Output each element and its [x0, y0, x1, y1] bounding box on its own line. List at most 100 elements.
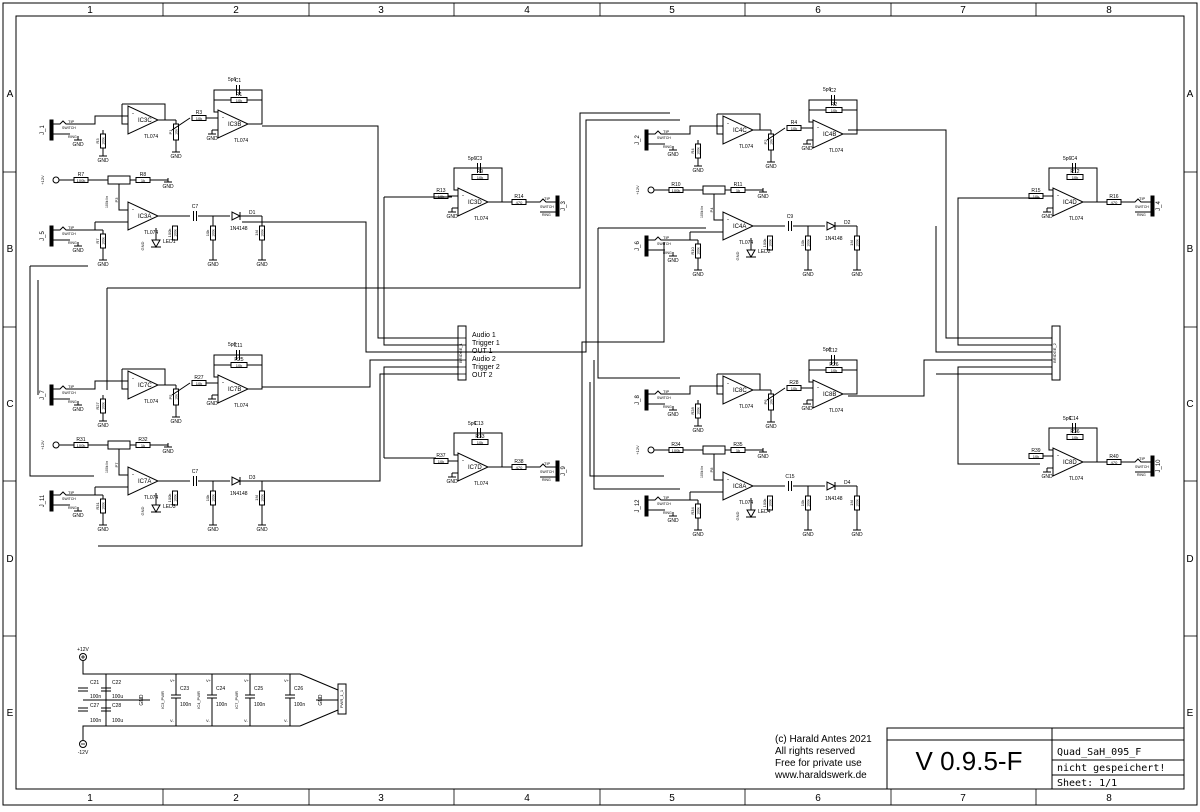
resistor-ref: R14 — [514, 194, 523, 200]
resistor-ref: R16 — [1109, 194, 1118, 200]
svg-text:7: 7 — [960, 793, 966, 804]
svg-text:C: C — [6, 399, 13, 410]
decoupling-ref: C25 — [254, 686, 263, 692]
supply-label: +12V — [40, 175, 45, 185]
resistor-value: 10k — [477, 440, 483, 445]
resistor-ref: 100k — [762, 499, 767, 508]
decoupling-value: 100n — [180, 702, 191, 708]
pin-audio-2: Audio 2 — [472, 356, 496, 363]
opamp-ref: IC8D — [1063, 460, 1077, 466]
pot-value: 100k lin — [105, 196, 109, 208]
opamp-type: TL074 — [829, 148, 843, 154]
pot-ref: P4 — [709, 207, 714, 213]
cap-ref: C11 — [234, 343, 243, 349]
copyright-line-3: Free for private use — [775, 758, 862, 769]
connector-left: BRIDGE_1 Audio 1 Trigger 1 OUT 1 Audio 2… — [457, 325, 500, 381]
gnd-label: GND — [851, 532, 863, 538]
jack-body — [644, 495, 649, 517]
connector-left-name: BRIDGE_1 — [458, 342, 463, 363]
jack-switch: SWITCH — [1135, 465, 1149, 469]
resistor-value: 10k — [236, 363, 242, 368]
resistor-value: 100k — [212, 229, 216, 237]
resistor-value: 100k — [769, 239, 773, 247]
jack-tip: TIP — [68, 384, 75, 389]
svg-text:6: 6 — [815, 5, 821, 16]
jack-tip: TIP — [663, 495, 670, 500]
resistor-ref: R11 — [734, 182, 743, 188]
wire — [808, 99, 858, 135]
wire — [213, 354, 263, 390]
resistor-ref: R28 — [789, 380, 798, 386]
resistor-ref: 100k — [762, 239, 767, 248]
gnd-label: GND — [206, 136, 218, 142]
gnd-label: GND — [97, 158, 109, 164]
pin-trigger-1: Trigger 1 — [472, 340, 500, 347]
diode-type: 1N4148 — [230, 491, 248, 497]
vminus-label: V- — [206, 718, 210, 723]
supply-label: +12V — [635, 185, 640, 195]
gnd-label: GND — [692, 168, 704, 174]
signal-bus — [29, 112, 1052, 547]
opamp — [722, 115, 755, 145]
gnd-label: GND — [757, 194, 769, 200]
svg-text:6: 6 — [815, 793, 821, 804]
svg-text:B: B — [1187, 244, 1194, 255]
jack-body — [49, 490, 54, 512]
jack-ref: J_6 — [635, 241, 641, 251]
gnd-label: GND — [72, 248, 84, 254]
resistor-value: 100k — [697, 407, 701, 415]
jack-tip: TIP — [663, 389, 670, 394]
opamp-minus: - — [462, 193, 464, 199]
resistor-value: 10k — [175, 129, 179, 135]
pot-value: 100k lin — [105, 461, 109, 473]
jack-switch: SWITCH — [1135, 205, 1149, 209]
diode — [826, 481, 837, 491]
jack-ring: RING — [1137, 473, 1146, 477]
cap-ref: C9 — [787, 214, 794, 220]
resistor-ref: P6 — [763, 399, 768, 405]
resistor-value: 100k — [102, 502, 106, 510]
resistor-value: 100k — [697, 247, 701, 255]
gnd-label: GND — [207, 527, 219, 533]
resistor-value: 100k — [77, 178, 86, 183]
resistor-value: 10k — [1033, 454, 1039, 459]
jack-ref: J_3 — [561, 201, 567, 211]
opamp-type: TL074 — [1069, 476, 1083, 482]
jack-ring: RING — [1137, 213, 1146, 217]
svg-text:D: D — [6, 554, 13, 565]
decoupling-ref: C24 — [216, 686, 225, 692]
resistor-value: 100k — [769, 499, 773, 507]
resistor-ref: R40 — [1109, 454, 1118, 460]
gnd-label: GND — [170, 154, 182, 160]
jack-switch: SWITCH — [657, 396, 671, 400]
resistor-ref: R3 — [196, 110, 203, 116]
connector-right-name: BRIDGE_2 — [1052, 342, 1057, 363]
opamp-type: TL074 — [234, 138, 248, 144]
opamp-ref: IC3B — [228, 122, 241, 128]
opamp — [127, 201, 160, 231]
resistor — [1066, 174, 1084, 180]
opamp-minus: - — [132, 111, 134, 117]
resistor-ref: R34 — [690, 507, 695, 515]
trim-pot — [702, 445, 726, 455]
jack-switch: SWITCH — [657, 136, 671, 140]
jack-switch: SWITCH — [62, 126, 76, 130]
opamp-minus: - — [727, 217, 729, 223]
jack-tip: TIP — [663, 235, 670, 240]
wire — [171, 117, 191, 131]
vminus-label: V- — [244, 718, 248, 723]
svg-text:3: 3 — [378, 793, 384, 804]
gnd-label: GND — [256, 262, 268, 268]
pot-ref: P3 — [114, 197, 119, 203]
wire — [53, 226, 80, 231]
gnd-label: GND — [667, 152, 679, 158]
opamp-ref: IC7C — [138, 383, 152, 389]
power-minus12-label: -12V — [78, 750, 89, 756]
version-label: V 0.9.5-F — [916, 746, 1023, 776]
wire — [717, 113, 761, 131]
gnd-label: GND — [735, 511, 740, 520]
gnd-label: GND — [72, 513, 84, 519]
resistor-ref: 10k — [205, 230, 210, 236]
resistor-ref: R4 — [690, 148, 695, 154]
resistor-value: 1k — [141, 443, 145, 448]
